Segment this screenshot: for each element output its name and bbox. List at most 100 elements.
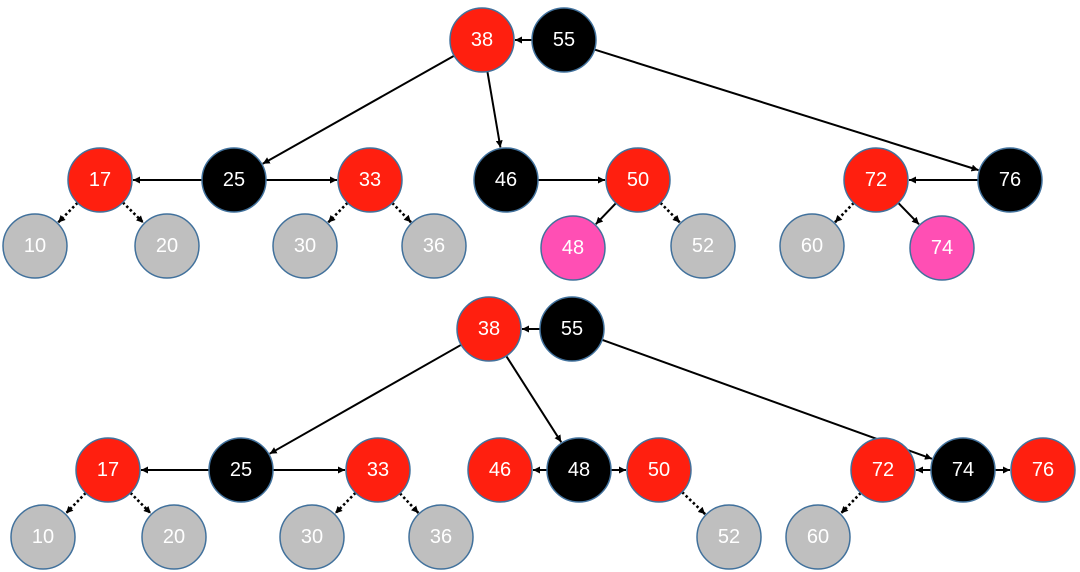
node-circle-red <box>850 437 916 503</box>
node-circle-gray <box>279 504 345 570</box>
edge-t2-17-to-t2-20 <box>129 491 152 515</box>
node-label: 38 <box>471 29 493 51</box>
node-label: 46 <box>495 169 517 191</box>
node-t1-60: 60 <box>779 213 845 279</box>
node-t2-17: 17 <box>75 437 141 503</box>
node-circle-gray <box>2 213 68 279</box>
edge-t1-72-to-t1-60 <box>834 202 855 224</box>
node-circle-black <box>201 147 267 213</box>
node-circle-red <box>345 437 411 503</box>
node-t1-10: 10 <box>2 213 68 279</box>
node-label: 52 <box>718 526 740 548</box>
node-circle-gray <box>272 213 338 279</box>
node-t2-48: 48 <box>546 437 612 503</box>
node-t1-36: 36 <box>401 213 467 279</box>
node-t2-20: 20 <box>141 504 207 570</box>
node-circle-gray <box>696 504 762 570</box>
node-label: 25 <box>230 459 252 481</box>
edge-t2-38-to-t2-48 <box>505 355 563 443</box>
node-circle-gray <box>401 213 467 279</box>
node-circle-red <box>605 147 671 213</box>
node-circle-gray <box>779 213 845 279</box>
node-label: 60 <box>807 526 829 548</box>
node-circle-red <box>456 296 522 362</box>
node-circle-gray <box>134 213 200 279</box>
node-t2-46: 46 <box>467 437 533 503</box>
node-circle-black <box>977 147 1043 213</box>
node-label: 74 <box>931 237 953 259</box>
node-t1-17: 17 <box>67 147 133 213</box>
edge-t1-17-to-t1-10 <box>57 201 79 224</box>
node-t2-60: 60 <box>785 504 851 570</box>
node-t2-36: 36 <box>408 504 474 570</box>
node-label: 33 <box>359 169 381 191</box>
node-t1-38: 38 <box>449 7 515 73</box>
node-t2-72: 72 <box>850 437 916 503</box>
node-circle-red <box>843 147 909 213</box>
node-t1-33: 33 <box>337 147 403 213</box>
edge-t1-33-to-t1-36 <box>391 202 412 224</box>
node-label: 48 <box>562 237 584 259</box>
node-circle-black <box>208 437 274 503</box>
node-label: 30 <box>294 235 316 257</box>
node-circle-red <box>67 147 133 213</box>
node-label: 50 <box>648 459 670 481</box>
node-circle-gray <box>670 213 736 279</box>
node-label: 48 <box>568 459 590 481</box>
edge-t2-33-to-t2-36 <box>398 492 420 514</box>
node-t1-76: 76 <box>977 147 1043 213</box>
node-t2-38: 38 <box>456 296 522 362</box>
node-circle-black <box>531 7 597 73</box>
node-label: 17 <box>97 459 119 481</box>
node-circle-black <box>473 147 539 213</box>
edge-t1-17-to-t1-20 <box>121 201 145 224</box>
node-t1-46: 46 <box>473 147 539 213</box>
node-t2-10: 10 <box>10 504 76 570</box>
node-label: 10 <box>24 235 46 257</box>
node-circle-black <box>546 437 612 503</box>
node-t1-48: 48 <box>540 215 606 281</box>
node-label: 36 <box>423 235 445 257</box>
node-circle-gray <box>141 504 207 570</box>
node-t2-25: 25 <box>208 437 274 503</box>
edge-t2-33-to-t2-30 <box>334 491 357 515</box>
node-t1-20: 20 <box>134 213 200 279</box>
node-label: 25 <box>223 169 245 191</box>
node-label: 60 <box>801 235 823 257</box>
edge-t1-55-to-t1-76 <box>594 48 979 172</box>
node-t1-50: 50 <box>605 147 671 213</box>
node-label: 72 <box>865 169 887 191</box>
node-label: 20 <box>156 235 178 257</box>
node-label: 52 <box>692 235 714 257</box>
node-label: 76 <box>1032 459 1054 481</box>
edge-t1-50-to-t1-48 <box>595 202 617 225</box>
node-circle-red <box>626 437 692 503</box>
edge-t2-38-to-t2-25 <box>269 343 462 455</box>
node-t2-74: 74 <box>930 437 996 503</box>
node-t1-74: 74 <box>909 215 975 281</box>
node-t1-55: 55 <box>531 7 597 73</box>
node-circle-red <box>467 437 533 503</box>
node-label: 72 <box>872 459 894 481</box>
node-label: 55 <box>553 29 575 51</box>
node-t1-72: 72 <box>843 147 909 213</box>
node-label: 30 <box>301 526 323 548</box>
node-label: 46 <box>489 459 511 481</box>
node-t1-30: 30 <box>272 213 338 279</box>
node-label: 17 <box>89 169 111 191</box>
edge-t1-38-to-t1-25 <box>262 54 455 165</box>
node-label: 74 <box>952 459 974 481</box>
node-t2-30: 30 <box>279 504 345 570</box>
node-label: 20 <box>163 526 185 548</box>
node-circle-red <box>75 437 141 503</box>
node-label: 38 <box>478 318 500 340</box>
edge-t1-72-to-t1-74 <box>897 202 920 226</box>
node-circle-black <box>930 437 996 503</box>
edge-t1-50-to-t1-52 <box>659 201 681 224</box>
node-t2-76: 76 <box>1010 437 1076 503</box>
edge-t2-72-to-t2-60 <box>840 492 862 515</box>
node-circle-red <box>449 7 515 73</box>
node-label: 76 <box>999 169 1021 191</box>
